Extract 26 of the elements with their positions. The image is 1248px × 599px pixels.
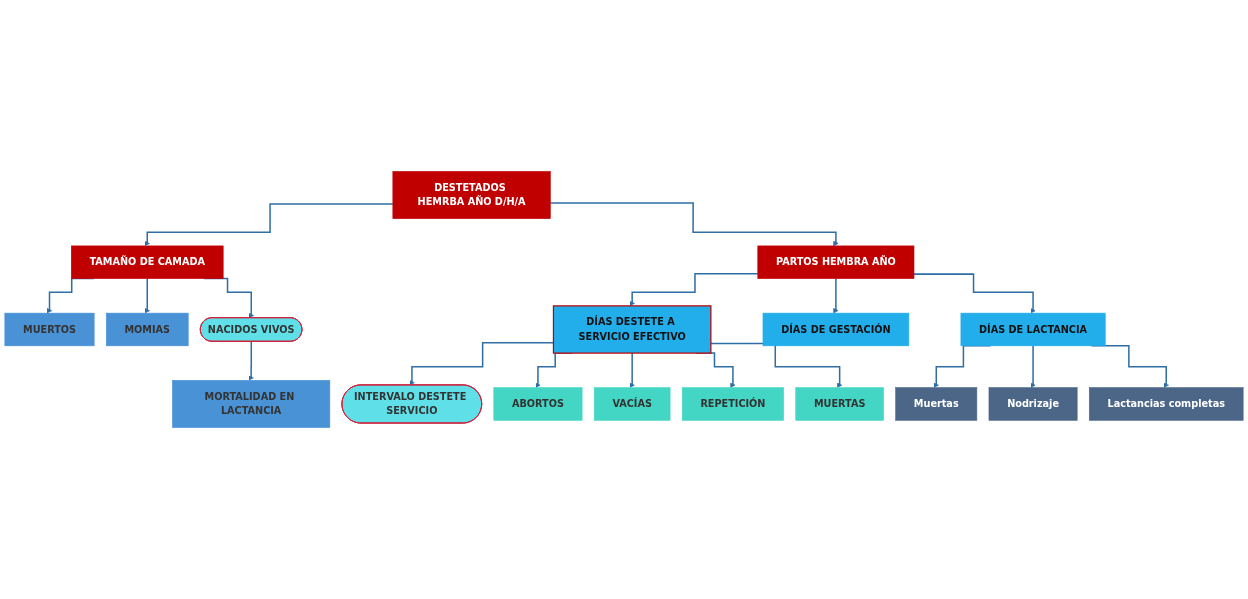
- arrow: [248, 340, 254, 381]
- node-box: VACÍAS: [593, 387, 671, 421]
- arrow: [144, 277, 150, 314]
- arrow: [710, 342, 843, 388]
- node-box: MOMIAS: [105, 312, 189, 347]
- node-box: DESTETADOS HEMRBA AÑO D/H/A: [392, 171, 551, 219]
- arrow: [629, 352, 635, 388]
- node-box: DÍAS DE LACTANCIA: [960, 312, 1106, 347]
- node-box: MUERTOS: [4, 312, 95, 347]
- arrow: [549, 202, 839, 247]
- node-box: Muertas: [895, 387, 978, 421]
- node-box: TAMAÑO DE CAMADA: [71, 245, 224, 279]
- node-box: MORTALIDAD EN LACTANCIA: [172, 380, 331, 428]
- arrow: [1030, 345, 1036, 388]
- node-box: DÍAS DESTETE A SERVICIO EFECTIVO: [552, 305, 712, 354]
- arrow: [913, 273, 1036, 314]
- node-box: Nodrizaje: [988, 387, 1078, 421]
- arrow: [629, 273, 759, 307]
- arrow: [833, 277, 839, 314]
- node-box: Lactancias completas: [1089, 387, 1244, 421]
- node-box: MUERTAS: [795, 387, 884, 421]
- node-box: PARTOS HEMBRA AÑO: [757, 245, 915, 279]
- node-box: ABORTOS: [493, 387, 583, 421]
- arrow: [144, 203, 394, 247]
- node-box: REPETICIÓN: [681, 387, 784, 421]
- node-box: DÍAS DE GESTACIÓN: [762, 312, 910, 347]
